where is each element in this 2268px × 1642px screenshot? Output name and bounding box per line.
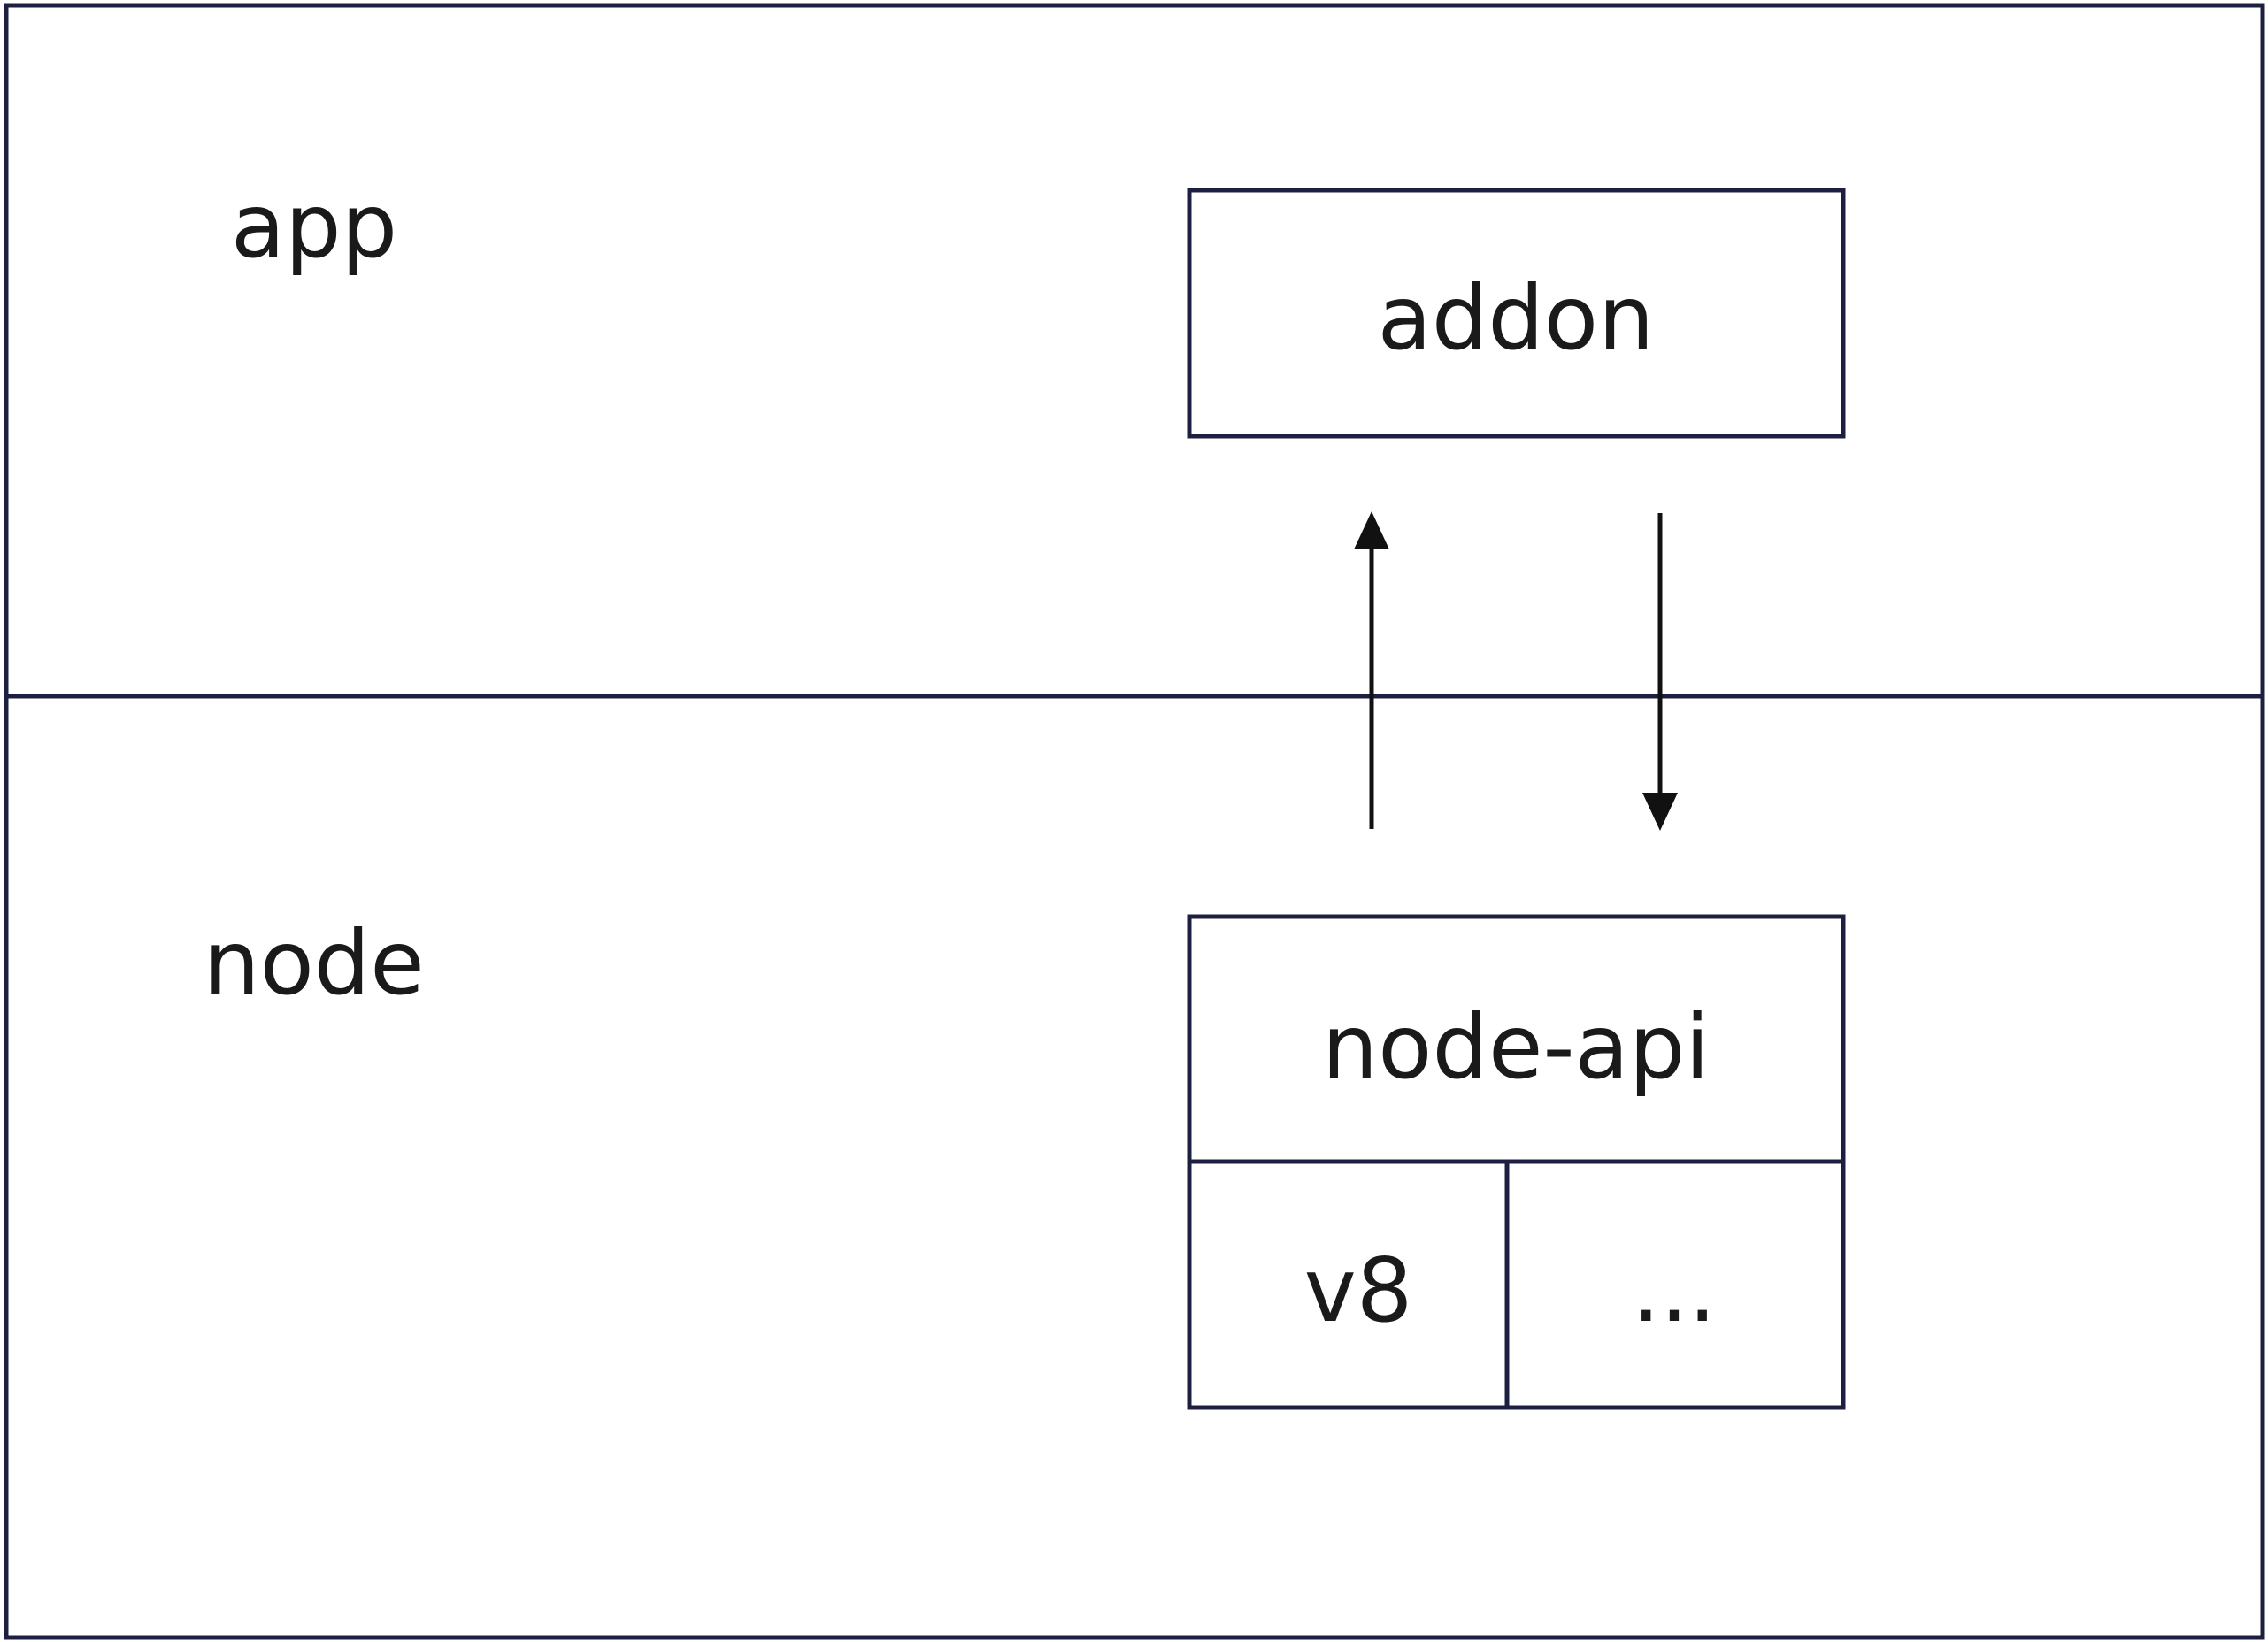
addon-label: addon (1378, 266, 1655, 370)
addon-box (1187, 188, 1846, 439)
outer-frame (4, 3, 2265, 1640)
other-label: ... (1632, 1239, 1716, 1342)
v8-label: v8 (1304, 1239, 1413, 1342)
node-api-label: node-api (1322, 995, 1710, 1099)
node-layer-label: node (204, 911, 425, 1015)
app-layer-label: app (231, 174, 397, 278)
down-arrow-head (1642, 793, 1678, 831)
up-arrow-head (1354, 511, 1389, 549)
